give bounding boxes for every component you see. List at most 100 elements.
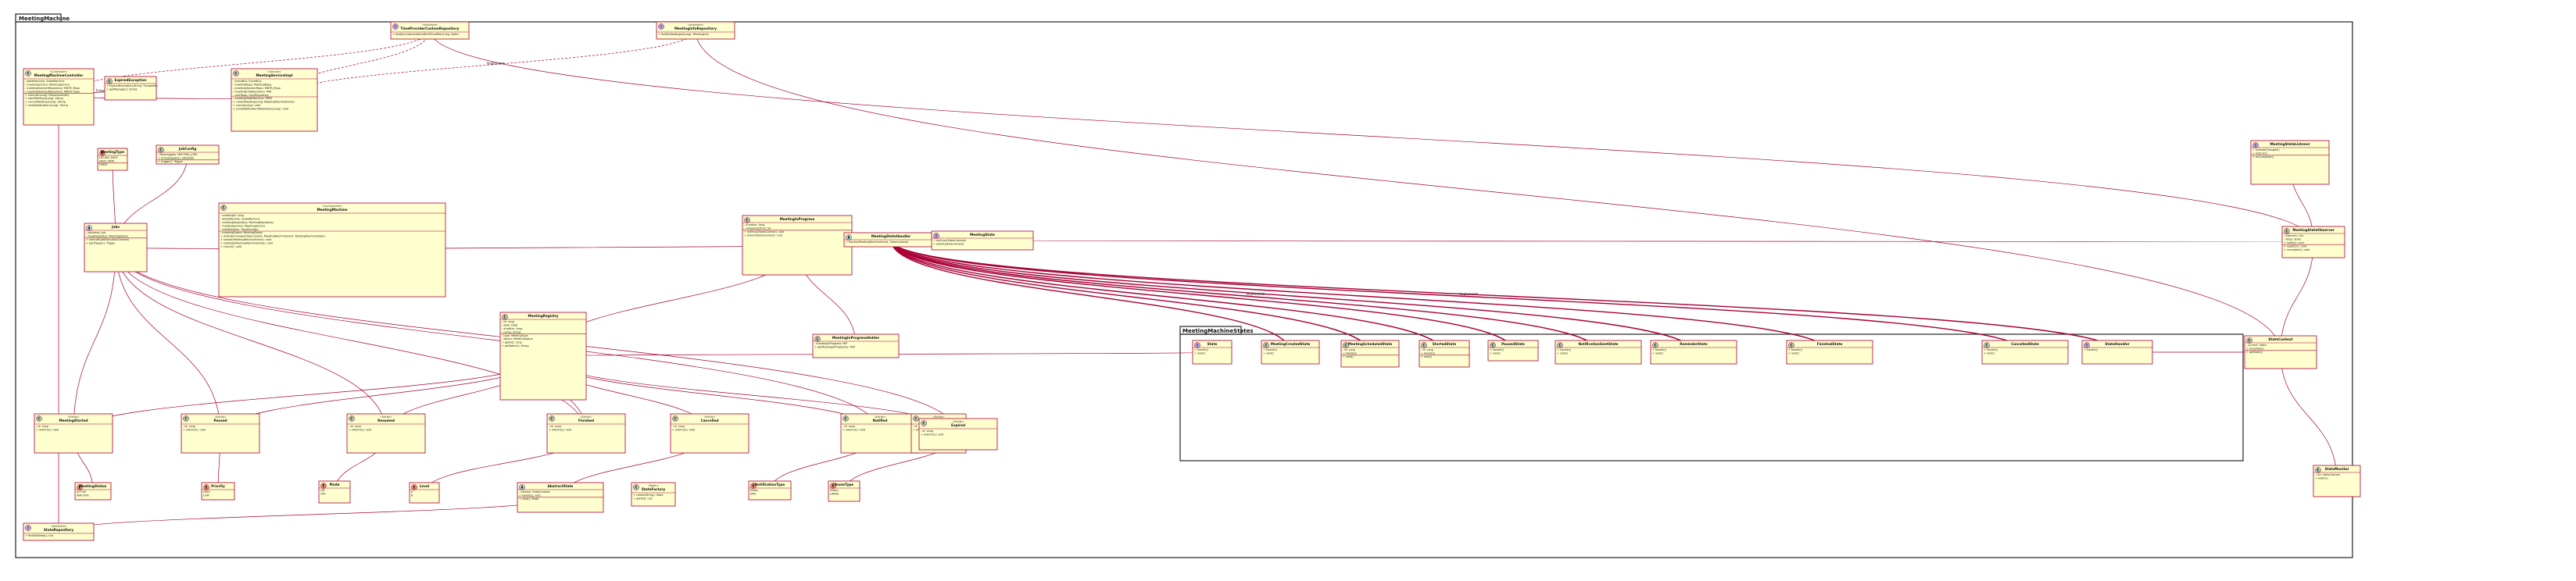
class-name: MeetingState (970, 233, 995, 237)
package-label: MeetingMachineStates (1182, 328, 1254, 334)
class-kind-letter: C (674, 416, 677, 420)
class-member: - context: StateContext (519, 490, 550, 494)
class-member: + findByCustomerIdAndEndTimeAfter(Long, … (392, 33, 460, 36)
class-name: TimeProviderCustomRepository (401, 27, 460, 30)
association-edge (890, 239, 1291, 353)
class-name: MeetingRegistry (528, 314, 558, 318)
class-kind-letter: I (2086, 343, 2088, 347)
class-name: MeetingInProgressHolder (832, 336, 880, 340)
class-box-c-state-d[interactable]: C«Entity»Finished- id: Long+ onEntry(): … (546, 413, 626, 454)
class-member: + unregister(): void (2284, 248, 2309, 251)
class-name: CancelledState (2011, 342, 2039, 346)
class-member: - meetingService: MeetingService (25, 84, 70, 87)
class-member: + cancelMeeting(Long): String (25, 101, 66, 104)
class-box-body (499, 312, 587, 401)
class-name: Cancelled (701, 419, 719, 422)
class-box-c-state-e[interactable]: C«Entity»Cancelled- id: Long+ onEntry():… (670, 413, 750, 454)
class-name: MeetingStatus (80, 484, 107, 488)
class-kind-letter: I (395, 24, 396, 28)
class-member: + handle() (1984, 348, 1998, 351)
class-box-c-state-a[interactable]: C«Entity»MeetingStarted- id: Long+ onEnt… (34, 413, 113, 454)
class-member: + notify(): void (2284, 241, 2304, 244)
class-kind-icon (1788, 342, 1794, 348)
class-kind-letter: C (1559, 343, 1562, 347)
class-stereotype: «Entity» (933, 415, 945, 419)
class-kind-icon (2084, 342, 2090, 348)
association-edge (890, 239, 1445, 355)
class-member: ACTIVE (77, 490, 86, 494)
class-box-c-iface-top1[interactable]: I«interface»TimeProviderCustomRepository… (390, 21, 470, 40)
class-box-c-state-f[interactable]: C«Entity»Notified- id: Long+ onEntry(): … (840, 413, 920, 454)
class-member: + handle() (1194, 348, 1209, 351)
association-edge (58, 497, 561, 533)
class-box-c-state-b[interactable]: C«Entity»Paused- id: Long+ onEntry(): vo… (181, 413, 260, 454)
class-box-c-state-h[interactable]: C«Entity»Expired- id: Long+ onEntry(): v… (918, 418, 998, 451)
class-member: - current: State (2246, 344, 2267, 347)
class-kind-letter: C (817, 337, 819, 340)
class-kind-letter: C (160, 148, 163, 151)
class-box-c-ctrl[interactable]: C«Controller»MeetingMachineController- s… (23, 68, 95, 126)
class-member: + next() (1343, 355, 1354, 358)
class-kind-icon (519, 484, 525, 490)
class-kind-icon (1194, 342, 1200, 348)
class-member: + next() (1263, 352, 1275, 355)
class-box-body (1261, 340, 1320, 365)
class-box-body (2281, 226, 2345, 258)
class-box-c-bottom-right[interactable]: C«Bean»StateFactory+ create(String): Sta… (631, 482, 676, 507)
class-kind-letter: C (1423, 343, 1426, 347)
class-name: Expired (951, 423, 965, 427)
class-member: + handle(MeetingMachineEvent, StateConte… (846, 241, 909, 244)
class-stereotype: «Component» (322, 205, 342, 208)
class-name: PausedState (1501, 342, 1525, 346)
class-member: - stateMachine: StateMachine (25, 80, 64, 83)
class-member: + setState(MeetingMachineState): void (220, 241, 273, 244)
class-kind-letter: C (1345, 343, 1347, 347)
class-kind-icon (233, 70, 239, 77)
class-box-c-mmachine[interactable]: C«Component»MeetingMachine- meetingId: L… (218, 202, 446, 298)
class-kind-icon (36, 415, 42, 422)
class-member: SMALL (830, 489, 839, 492)
class-box-body (23, 522, 95, 541)
class-member: - id: Long (921, 430, 933, 433)
class-box-c-state-c[interactable]: C«Entity»Resumed- id: Long+ onEntry(): v… (346, 413, 426, 454)
class-box-c-iface-bottom[interactable]: I«interface»StateRepository+ findAllStat… (23, 522, 95, 541)
class-name: AbstractState (548, 484, 574, 488)
class-box-body (156, 144, 220, 165)
class-stereotype: «Entity» (704, 415, 716, 419)
class-kind-icon (2315, 467, 2321, 473)
class-box-c-mservice[interactable]: C«Service»MeetingServiceImpl- eventBus: … (231, 68, 318, 132)
class-kind-letter: A (847, 235, 850, 239)
class-kind-letter: C (27, 71, 30, 75)
class-box-c-iface-top2[interactable]: I«interface»MeetingInfoRepository+ findB… (656, 21, 735, 40)
